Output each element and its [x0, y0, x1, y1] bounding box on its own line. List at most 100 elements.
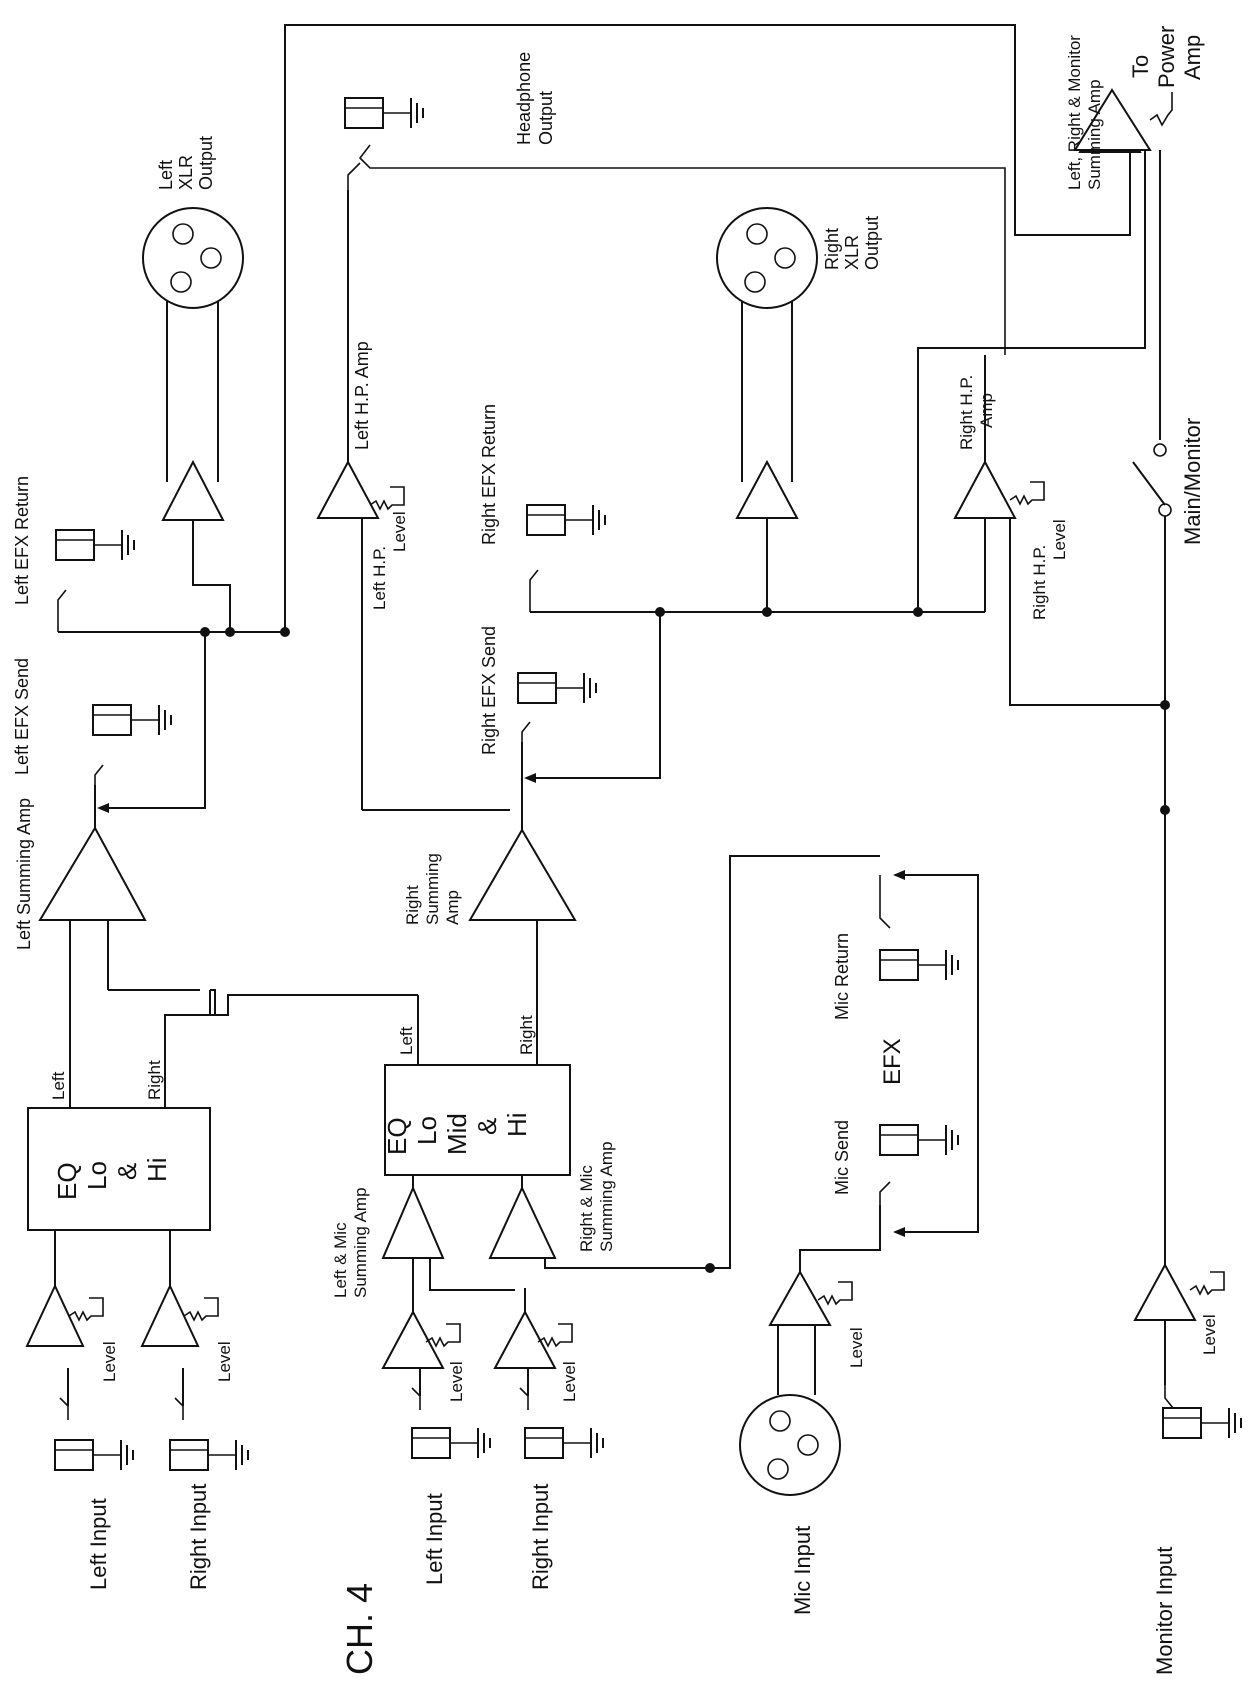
right-efx-send-label: Right EFX Send: [479, 626, 499, 755]
right-summing-label-2: Summing: [423, 853, 442, 925]
right-input-b-level-label: Level: [560, 1361, 579, 1402]
right-summing-label-3: Amp: [443, 890, 462, 925]
eq1-line1: EQ: [52, 1162, 82, 1200]
right-hp-amp-label-1: Right H.P.: [957, 375, 976, 450]
right-xlr-label-1: Right: [822, 228, 842, 270]
right-output-bus: Right EFX Return Right XLR Output Right …: [479, 150, 1170, 710]
monitor-input-level-amp: [1133, 1262, 1197, 1321]
mic-send-label: Mic Send: [832, 1120, 852, 1195]
mic-return-jack: [879, 949, 959, 981]
mic-return-label: Mic Return: [832, 933, 852, 1020]
left-input-a-jack: [54, 1439, 134, 1471]
left-xlr-driver-amp: [161, 459, 225, 521]
left-xlr-output-connector: [142, 207, 244, 309]
right-efx-return-jack: [526, 504, 606, 536]
monitor-section: Left, Right & Monitor Summing Amp To Pow…: [1065, 26, 1242, 1675]
mic-level-amp: [768, 1269, 832, 1326]
lrm-summing-label-2: Summing Amp: [1085, 79, 1104, 190]
eq2-line3: Mid: [442, 1113, 472, 1155]
right-xlr-label-2: XLR: [842, 235, 862, 270]
ch4-title: CH. 4: [339, 1583, 380, 1675]
eq1-left-out-label: Left: [49, 1071, 68, 1100]
eq1-line2: Lo: [82, 1161, 112, 1190]
left-input-b-jack: [411, 1427, 491, 1459]
left-input-a-tip: [59, 1397, 69, 1421]
left-hp-amp-label: Left H.P. Amp: [352, 341, 372, 450]
left-mic-summing-amp: [381, 1185, 445, 1259]
right-hp-level-label-1: Right H.P.: [1030, 545, 1049, 620]
right-summing-amp: [468, 828, 577, 921]
right-input-b-label: Right Input: [528, 1484, 553, 1590]
headphone-label-1: Headphone: [514, 52, 534, 145]
right-xlr-driver-amp: [735, 459, 799, 519]
right-efx-send-jack: [517, 672, 597, 704]
left-input-b-level-amp: [381, 1309, 445, 1369]
right-input-b-level-pot: [537, 1323, 573, 1347]
right-input-b-level-amp: [493, 1309, 557, 1369]
input-section-1: Level Level Left Input Right Input EQ Lo…: [12, 632, 249, 1590]
left-summing-amp-label: Left Summing Amp: [14, 798, 34, 950]
left-output-bus: Left EFX Return Left XLR Output Left H.P…: [12, 24, 1131, 810]
right-mic-summing-amp: [488, 1185, 557, 1259]
eq1-line3: &: [112, 1163, 142, 1180]
left-efx-return-tip: [57, 589, 67, 632]
right-input-a-level-pot: [183, 1297, 219, 1321]
eq2-right-out-label: Right: [517, 1015, 536, 1055]
power-amp-label-3: Amp: [1180, 35, 1205, 80]
right-mic-summing-label-2: Summing Amp: [597, 1141, 616, 1252]
main-monitor-switch[interactable]: [1132, 461, 1166, 506]
left-xlr-label-2: XLR: [176, 155, 196, 190]
headphone-label-2: Output: [536, 91, 556, 145]
lrm-summing-label-1: Left, Right & Monitor: [1065, 35, 1084, 190]
left-hp-amp: [316, 459, 380, 519]
left-input-b-label: Left Input: [422, 1493, 447, 1585]
eq2-line1: EQ: [382, 1117, 412, 1155]
eq1-line4: Hi: [142, 1157, 172, 1182]
right-hp-level-pot: [1009, 481, 1045, 505]
power-amp-label-2: Power: [1154, 26, 1179, 88]
left-mic-summing-label-1: Left & Mic: [331, 1222, 350, 1298]
left-efx-send-jack: [92, 704, 172, 736]
monitor-level-pot: [1189, 1271, 1225, 1295]
right-hp-level-label-2: Level: [1050, 519, 1069, 560]
eq2-left-out-label: Left: [397, 1026, 416, 1055]
main-monitor-label: Main/Monitor: [1180, 418, 1205, 545]
left-input-b-level-pot: [425, 1323, 461, 1347]
monitor-input-jack: [1162, 1407, 1242, 1439]
mic-section: Level Mic Input Mic Send EFX Mic Return: [739, 870, 979, 1615]
power-amp-label-1: To: [1128, 55, 1153, 78]
right-efx-return-tip: [529, 569, 539, 612]
left-hp-level-label-2: Level: [390, 511, 409, 552]
eq-lo-mid-hi-box: [384, 1064, 571, 1176]
left-efx-return-jack: [55, 529, 135, 561]
mic-send-jack: [879, 1124, 959, 1156]
right-input-a-tip: [174, 1397, 184, 1421]
monitor-input-label: Monitor Input: [1152, 1547, 1177, 1675]
right-input-a-label: Right Input: [186, 1484, 211, 1590]
left-efx-return-label: Left EFX Return: [12, 476, 32, 605]
mic-input-connector: [739, 1394, 841, 1496]
right-hp-amp: [953, 459, 1017, 519]
efx-label: EFX: [879, 1038, 906, 1085]
right-input-a-level-amp: [140, 1283, 200, 1347]
eq2-line4: &: [472, 1118, 502, 1135]
eq1-right-out-label: Right: [145, 1060, 164, 1100]
right-xlr-label-3: Output: [862, 216, 882, 270]
left-xlr-label-3: Output: [196, 136, 216, 190]
left-input-a-level-amp: [25, 1283, 85, 1347]
right-hp-amp-label-2: Amp: [977, 393, 996, 428]
mic-input-label: Mic Input: [790, 1526, 815, 1615]
left-hp-level-pot: [369, 486, 405, 510]
left-summing-amp: [38, 825, 147, 921]
right-input-a-level-label: Level: [215, 1341, 234, 1382]
right-mic-summing-label-1: Right & Mic: [577, 1165, 596, 1252]
left-input-b-level-label: Level: [447, 1361, 466, 1402]
mic-level-pot: [817, 1281, 853, 1305]
mic-level-label: Level: [847, 1327, 866, 1368]
left-input-a-label: Left Input: [86, 1498, 111, 1590]
ch4-section: CH. 4 Level Left Input Level Right Input…: [215, 612, 1170, 1675]
left-hp-level-label-1: Left H.P.: [370, 546, 389, 610]
right-efx-send-tip: [521, 721, 531, 742]
monitor-level-label: Level: [1200, 1314, 1219, 1355]
left-xlr-label-1: Left: [156, 160, 176, 190]
